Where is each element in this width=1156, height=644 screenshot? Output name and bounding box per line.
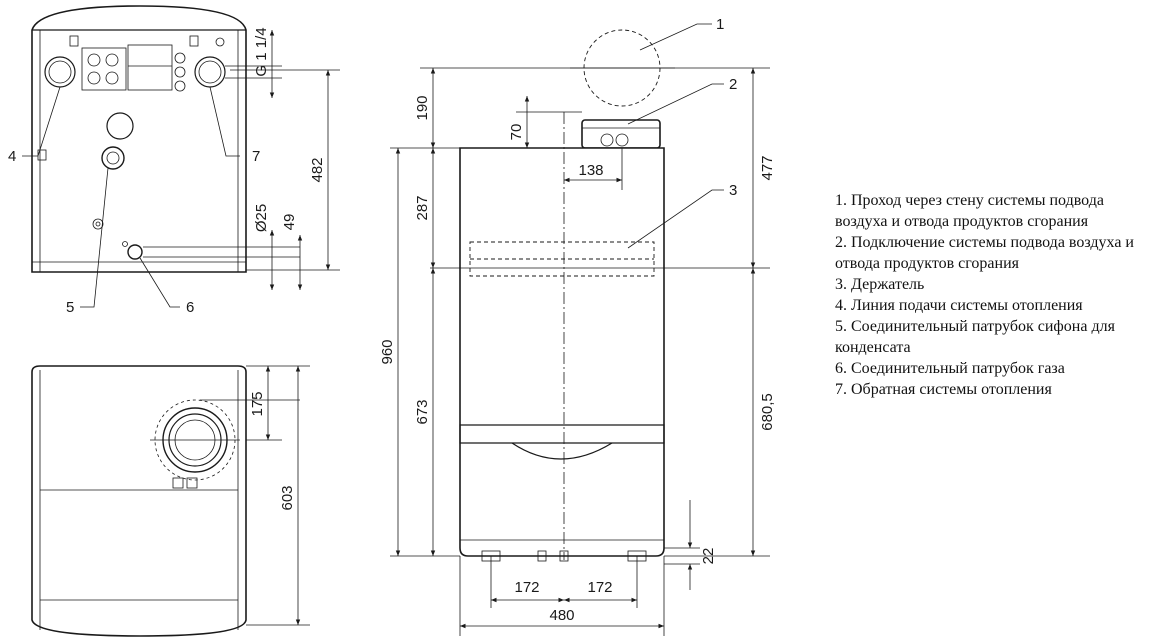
legend-item-1: 1. Проход через стену системы подвода во… xyxy=(835,192,1104,230)
dim-603: 603 xyxy=(279,485,296,510)
front-view-housing xyxy=(459,147,665,557)
legend-item-7: 7. Обратная системы отопления xyxy=(835,381,1052,398)
dim-70: 70 xyxy=(508,124,525,141)
callout-5: 5 xyxy=(66,299,74,316)
callout-6: 6 xyxy=(186,299,194,316)
dim-480: 480 xyxy=(549,607,574,624)
dim-960: 960 xyxy=(379,339,396,364)
side-view-housing xyxy=(31,5,247,273)
callout-3: 3 xyxy=(729,182,737,199)
siphon-connector xyxy=(101,146,125,170)
control-panel xyxy=(459,424,665,444)
legend-item-6: 6. Соединительный патрубок газа xyxy=(835,360,1065,377)
callout-2: 2 xyxy=(729,76,737,93)
dim-482: 482 xyxy=(309,157,326,182)
connection-block xyxy=(81,47,127,91)
gas-connector xyxy=(127,244,143,260)
legend-item-4: 4. Линия подачи системы отопления xyxy=(835,297,1083,314)
dim-175: 175 xyxy=(249,391,266,416)
legend-item-3: 3. Держатель xyxy=(835,276,925,293)
callout-1: 1 xyxy=(716,16,724,33)
bracket xyxy=(469,241,655,277)
side-view: G 1 1/4 482 Ø25 49 4 7 5 6 xyxy=(8,5,340,316)
dim-thread: G 1 1/4 xyxy=(253,27,270,76)
dim-680-5: 680,5 xyxy=(759,393,776,431)
dim-172-right: 172 xyxy=(587,579,612,596)
dim-172-left: 172 xyxy=(514,579,539,596)
legend-item-2: 2. Подключение системы подвода воздуха и… xyxy=(835,234,1134,272)
front-view: 190 70 138 477 287 960 673 680,5 22 172 … xyxy=(379,16,776,636)
dim-diameter-25: Ø25 xyxy=(253,204,270,232)
dim-673: 673 xyxy=(414,399,431,424)
dim-287: 287 xyxy=(414,195,431,220)
dim-49: 49 xyxy=(281,214,298,231)
dim-138: 138 xyxy=(578,162,603,179)
dim-477: 477 xyxy=(759,155,776,180)
top-view-housing xyxy=(31,365,247,637)
legend: 1. Проход через стену системы подвода во… xyxy=(835,190,1153,400)
dim-22: 22 xyxy=(700,548,717,565)
legend-item-5: 5. Соединительный патрубок сифона для ко… xyxy=(835,318,1115,356)
dim-190: 190 xyxy=(414,95,431,120)
callout-7: 7 xyxy=(252,148,260,165)
top-view: 175 603 xyxy=(31,365,310,637)
callout-4: 4 xyxy=(8,148,16,165)
